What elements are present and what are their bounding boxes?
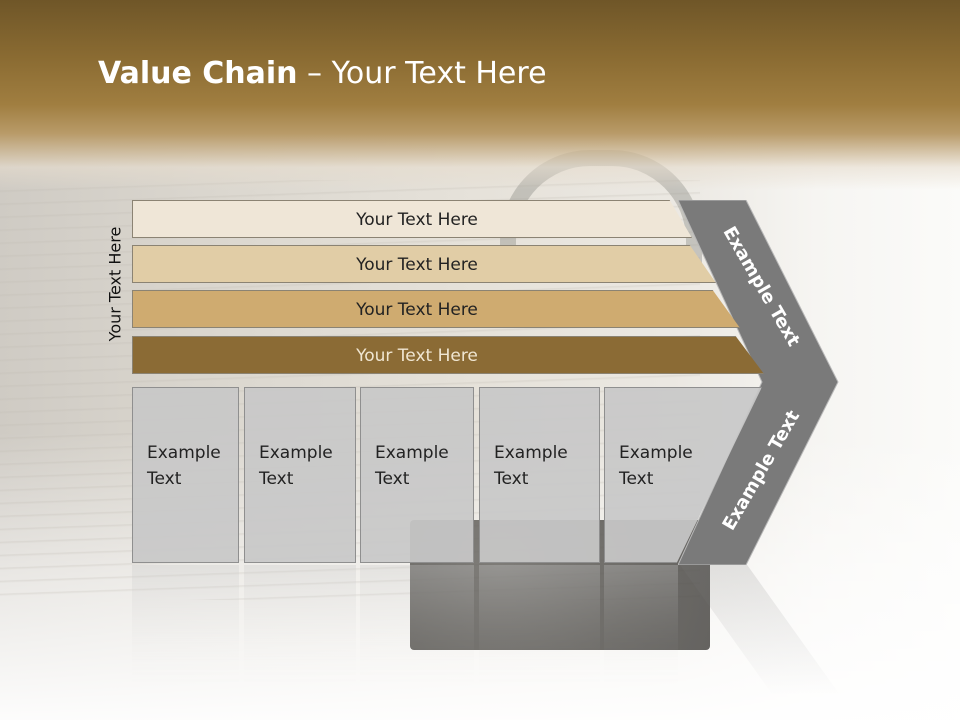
box-2-line-2: Text: [259, 469, 294, 489]
box-5-line-1: Example: [619, 443, 693, 463]
title-bold: Value Chain: [98, 56, 298, 91]
title-rest: – Your Text Here: [297, 56, 547, 91]
bar-2[interactable]: Your Text Here: [132, 245, 716, 283]
box-2-line-1: Example: [259, 443, 333, 463]
box-3-line-1: Example: [375, 443, 449, 463]
box-5-text: Example Text: [619, 440, 693, 492]
box-1-reflection: [132, 565, 239, 695]
bar-1-label: Your Text Here: [356, 210, 478, 230]
box-3-reflection: [360, 565, 474, 695]
box-3[interactable]: Example Text: [360, 387, 474, 563]
box-3-line-2: Text: [375, 469, 410, 489]
box-2-text: Example Text: [259, 440, 333, 492]
box-4[interactable]: Example Text: [479, 387, 600, 563]
bar-3[interactable]: Your Text Here: [132, 290, 740, 328]
side-label-text: Your Text Here: [105, 226, 125, 342]
bar-4[interactable]: Your Text Here: [132, 336, 764, 374]
slide-title[interactable]: Value Chain – Your Text Here: [98, 52, 547, 96]
box-1-line-1: Example: [147, 443, 221, 463]
box-4-text: Example Text: [494, 440, 568, 492]
box-4-line-2: Text: [494, 469, 529, 489]
side-label[interactable]: Your Text Here: [104, 216, 126, 352]
chevron-shape[interactable]: [678, 200, 840, 565]
bar-3-label: Your Text Here: [356, 300, 478, 320]
box-1-line-2: Text: [147, 469, 182, 489]
box-5-reflection: [604, 565, 678, 695]
bar-4-label: Your Text Here: [356, 346, 478, 366]
header-band: [0, 0, 960, 190]
box-5-line-2: Text: [619, 469, 654, 489]
box-4-line-1: Example: [494, 443, 568, 463]
box-1[interactable]: Example Text: [132, 387, 239, 563]
box-2[interactable]: Example Text: [244, 387, 356, 563]
box-4-reflection: [479, 565, 600, 695]
chevron-polygon: [678, 200, 839, 565]
bar-1[interactable]: Your Text Here: [132, 200, 692, 238]
box-3-text: Example Text: [375, 440, 449, 492]
box-1-text: Example Text: [147, 440, 221, 492]
bar-2-label: Your Text Here: [356, 255, 478, 275]
box-2-reflection: [244, 565, 356, 695]
